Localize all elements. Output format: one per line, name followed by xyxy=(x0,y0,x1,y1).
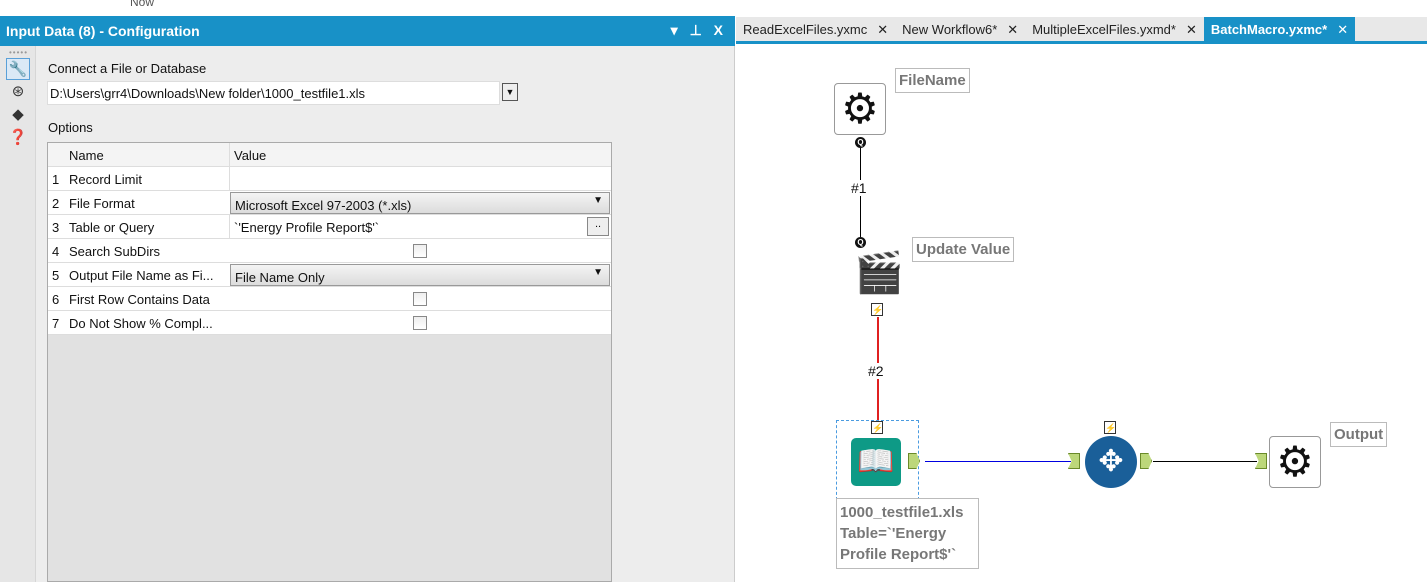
header-name: Name xyxy=(69,148,104,163)
input-data-tool[interactable]: 📖 xyxy=(851,438,901,486)
tab-new-workflow6[interactable]: New Workflow6*✕ xyxy=(902,22,1019,37)
move-arrows-icon: ✥ xyxy=(1098,445,1124,478)
workflow-tabs: ReadExcelFiles.yxmc✕ New Workflow6*✕ Mul… xyxy=(736,17,1427,44)
close-icon: ✕ xyxy=(1185,22,1197,37)
search-subdirs-checkbox[interactable] xyxy=(413,244,427,258)
output-anchor[interactable] xyxy=(908,453,920,469)
tab-multiple-excel-files[interactable]: MultipleExcelFiles.yxmd*✕ xyxy=(1032,22,1197,37)
top-strip: Now xyxy=(0,0,1427,16)
select-tool[interactable]: ✥ xyxy=(1085,436,1137,488)
tag-icon[interactable]: ◆ xyxy=(12,106,24,123)
table-query-value[interactable]: `'Energy Profile Report$'` xyxy=(234,220,380,235)
connection-3 xyxy=(925,461,1071,462)
connection-label-1: #1 xyxy=(851,180,867,196)
close-icon: ✕ xyxy=(1337,22,1349,37)
table-header: Name Value xyxy=(48,143,611,167)
q-anchor[interactable]: Q xyxy=(855,237,866,248)
tab-read-excel-files[interactable]: ReadExcelFiles.yxmc✕ xyxy=(743,22,889,37)
gear-arrow-icon: ⚙ xyxy=(1276,438,1314,485)
output-file-name-select[interactable]: File Name Only▼ xyxy=(230,264,610,286)
control-parameter-tool[interactable]: ⚙ xyxy=(834,83,886,135)
help-icon[interactable]: ❓ xyxy=(8,129,28,146)
book-icon: 📖 xyxy=(857,445,895,478)
bolt-anchor[interactable]: ⚡ xyxy=(871,303,884,316)
filename-label: FileName xyxy=(895,68,970,93)
file-format-select[interactable]: Microsoft Excel 97-2003 (*.xls)▼ xyxy=(230,192,610,214)
output-anchor[interactable] xyxy=(1140,453,1152,469)
panel-header: Input Data (8) - Configuration ▾ ⊥ X xyxy=(0,16,735,46)
file-path-input[interactable]: D:\Users\grr4\Downloads\New folder\1000_… xyxy=(47,81,500,105)
bolt-anchor[interactable]: ⚡ xyxy=(871,421,884,434)
wrench-icon[interactable]: 🔧 xyxy=(6,58,30,80)
configuration-panel: Input Data (8) - Configuration ▾ ⊥ X •••… xyxy=(0,16,735,582)
navigation-icon[interactable]: ⊛ xyxy=(11,83,25,100)
panel-controls[interactable]: ▾ ⊥ X xyxy=(670,22,727,38)
icon-strip: ••••• 🔧 ⊛ ◆ ❓ xyxy=(0,46,36,582)
panel-title: Input Data (8) - Configuration xyxy=(6,23,200,39)
connect-label: Connect a File or Database xyxy=(48,61,207,76)
tab-batch-macro[interactable]: BatchMacro.yxmc*✕ xyxy=(1203,17,1356,41)
record-limit-input[interactable] xyxy=(229,167,611,191)
connection-4 xyxy=(1153,461,1257,462)
q-anchor[interactable]: Q xyxy=(855,137,866,148)
update-value-label: Update Value xyxy=(912,237,1015,262)
bolt-anchor[interactable]: ⚡ xyxy=(1104,421,1117,434)
options-label: Options xyxy=(48,120,93,135)
header-value: Value xyxy=(234,148,267,163)
workflow-canvas[interactable]: #1 #2 ⚙ Q FileName Q 🎬 Update Value ⚡ ⚡ … xyxy=(737,47,1427,582)
close-icon: ✕ xyxy=(1007,22,1019,37)
output-label: Output xyxy=(1330,422,1388,447)
gear-icon: ⚙ xyxy=(841,85,879,132)
now-label: Now xyxy=(130,0,155,9)
connection-label-2: #2 xyxy=(868,363,884,379)
first-row-data-checkbox[interactable] xyxy=(413,292,427,306)
macro-output-tool[interactable]: ⚙ xyxy=(1269,436,1321,488)
clapperboard-icon: 🎬 xyxy=(854,251,904,295)
action-tool[interactable]: 🎬 xyxy=(853,250,905,298)
close-icon: ✕ xyxy=(877,22,889,37)
grip-icon: ••••• xyxy=(9,48,29,57)
file-dropdown-button[interactable]: ▼ xyxy=(502,83,518,101)
hide-progress-checkbox[interactable] xyxy=(413,316,427,330)
browse-button[interactable]: .. xyxy=(587,217,609,236)
